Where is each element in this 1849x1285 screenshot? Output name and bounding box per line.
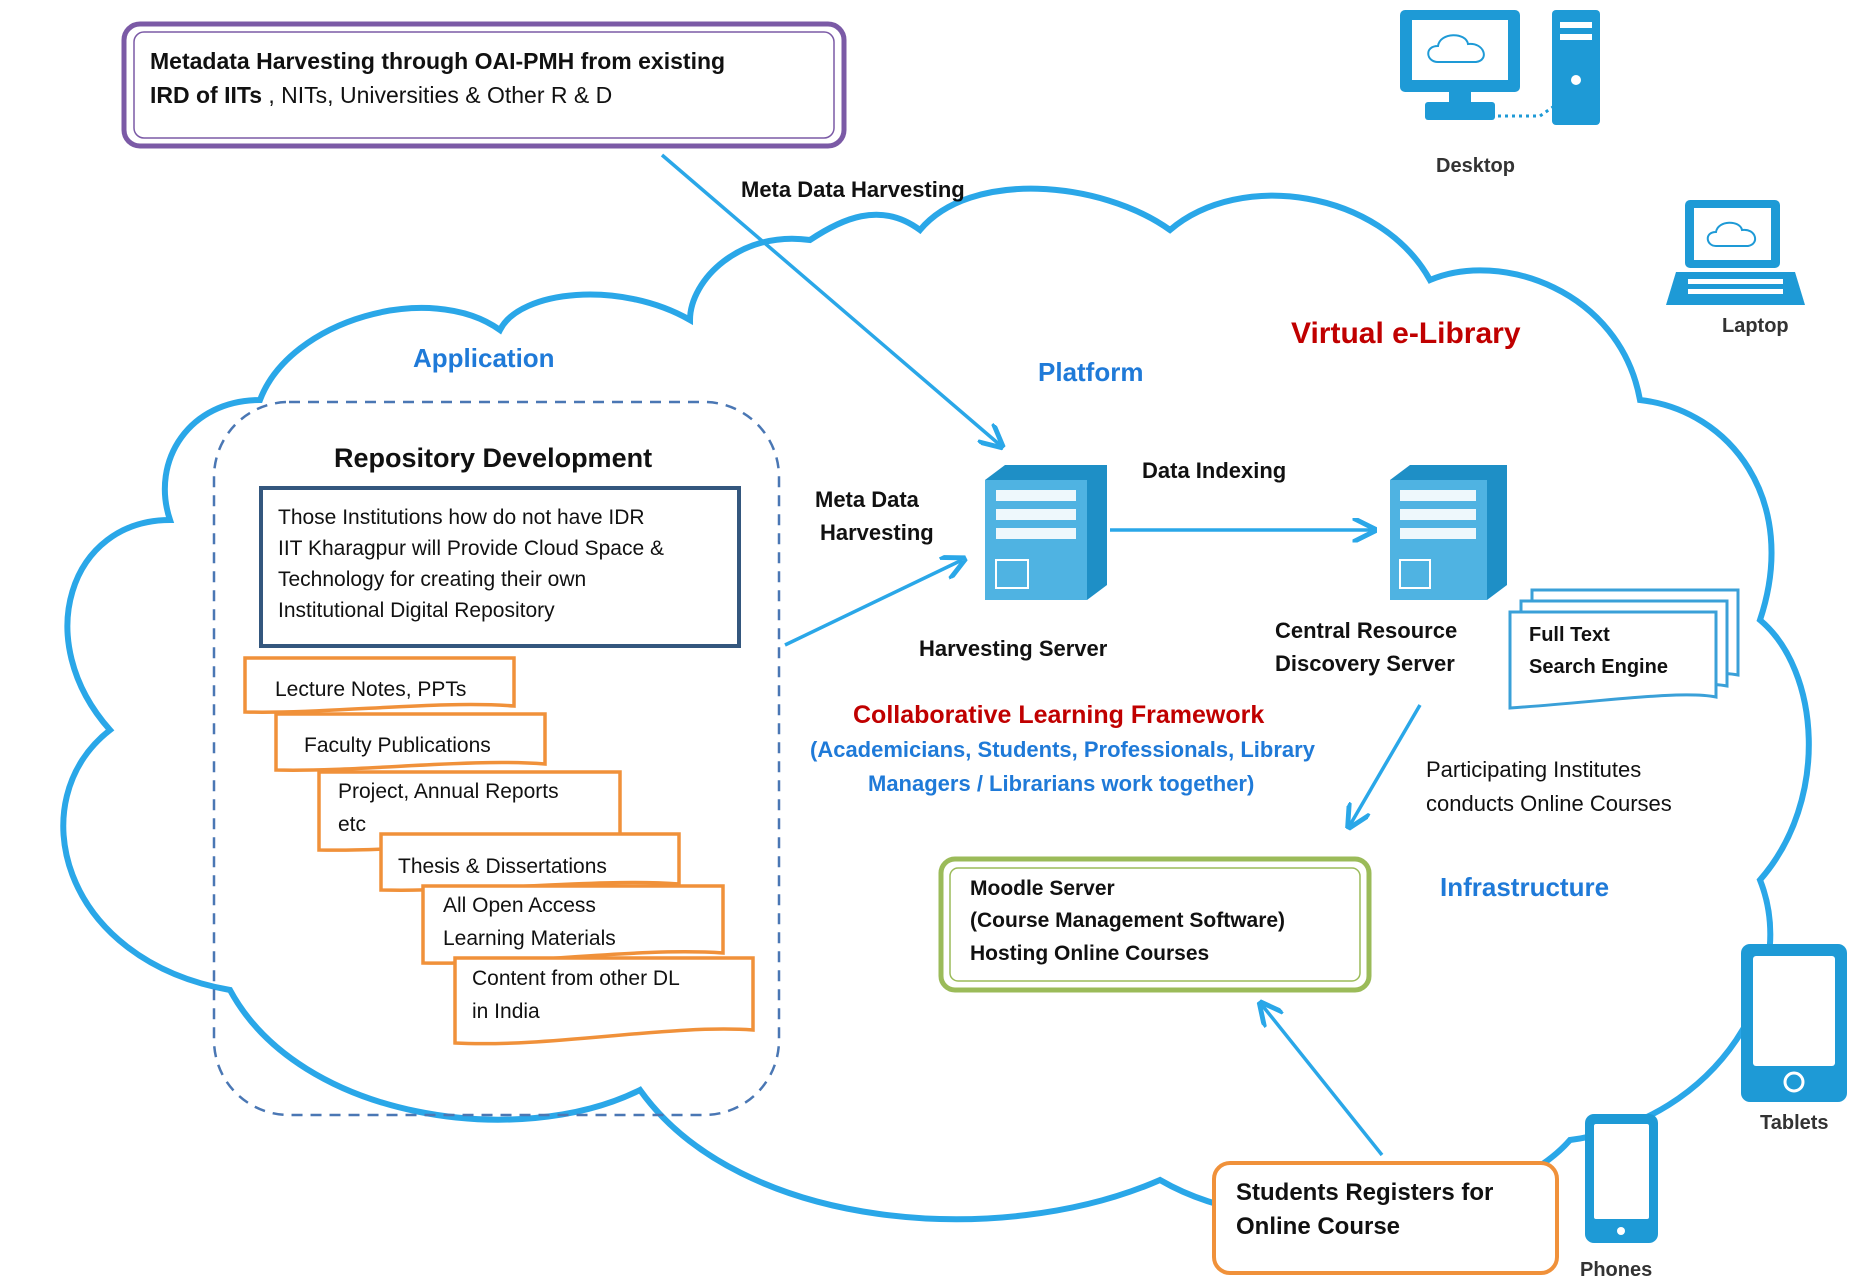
moodle-box	[938, 856, 1372, 993]
students-line1: Students Registers for	[1236, 1179, 1494, 1206]
repo-item-project-line2: etc	[338, 813, 367, 836]
laptop-icon	[1666, 200, 1805, 305]
orange-doc-stack	[243, 656, 755, 1046]
repo-item-thesis: Thesis & Dissertations	[398, 855, 607, 878]
laptop-label: Laptop	[1722, 315, 1789, 337]
participating-line2: conducts Online Courses	[1426, 791, 1672, 816]
central-resource-line2: Discovery Server	[1275, 651, 1455, 676]
repo-desc-line4: Institutional Digital Repository	[278, 599, 555, 622]
repo-item-faculty-publications: Faculty Publications	[304, 734, 491, 757]
infrastructure-label: Infrastructure	[1440, 872, 1610, 902]
desktop-label: Desktop	[1436, 155, 1515, 177]
harvesting-server-icon	[985, 465, 1107, 600]
tablets-label: Tablets	[1760, 1112, 1829, 1134]
application-label: Application	[413, 343, 555, 373]
moodle-line2: (Course Management Software)	[970, 909, 1286, 932]
moodle-line1: Moodle Server	[970, 877, 1115, 900]
meta-data-label-line1: Meta Data	[815, 487, 919, 512]
phone-icon	[1585, 1114, 1658, 1243]
meta-data-harvesting-top-label: Meta Data Harvesting	[741, 177, 965, 202]
central-server-icon	[1390, 465, 1507, 600]
repo-item-open-access-line1: All Open Access	[443, 894, 596, 917]
arrow-students-to-moodle	[1262, 1005, 1384, 1157]
repository-title: Repository Development	[334, 443, 653, 473]
full-text-docs	[1508, 588, 1740, 710]
harvesting-server-label: Harvesting Server	[919, 636, 1108, 661]
students-box	[1212, 1161, 1559, 1275]
arrow-central-to-moodle	[1350, 704, 1422, 825]
full-text-line2: Search Engine	[1529, 656, 1668, 678]
full-text-line1: Full Text	[1529, 624, 1610, 646]
top-box-border	[121, 21, 847, 149]
meta-data-label-line2: Harvesting	[820, 520, 934, 545]
repo-desc-box	[259, 486, 741, 648]
repo-desc-line3: Technology for creating their own	[278, 568, 587, 591]
virtual-elibrary-title: Virtual e-Library	[1291, 317, 1521, 350]
top-box-line2-rest: , NITs, Universities & Other R & D	[262, 82, 613, 108]
repo-desc-line1: Those Institutions how do not have IDR	[278, 506, 645, 529]
phones-label: Phones	[1580, 1259, 1653, 1281]
arrow-repo-to-harvest	[784, 560, 962, 647]
collab-title: Collaborative Learning Framework	[853, 701, 1265, 729]
students-line2: Online Course	[1236, 1213, 1401, 1240]
desktop-icon	[1400, 10, 1600, 125]
participating-line1: Participating Institutes	[1426, 757, 1642, 782]
platform-label: Platform	[1038, 357, 1144, 387]
repo-item-other-dl-line2: in India	[472, 1000, 540, 1023]
repo-item-other-dl-line1: Content from other DL	[472, 967, 680, 990]
central-resource-line1: Central Resource	[1275, 618, 1458, 643]
repo-desc-line2: IIT Kharagpur will Provide Cloud Space &	[278, 537, 664, 560]
top-box-line2-bold: IRD of IITs	[150, 82, 263, 108]
data-indexing-label: Data Indexing	[1142, 458, 1287, 483]
collab-sub-line1: (Academicians, Students, Professionals, …	[810, 737, 1315, 762]
repo-item-lecture-notes: Lecture Notes, PPTs	[275, 678, 467, 701]
top-box-line2: IRD of IITs , NITs, Universities & Other…	[150, 82, 612, 110]
arrow-top-to-harvest	[660, 153, 1000, 445]
moodle-line3: Hosting Online Courses	[970, 942, 1210, 965]
tablet-icon	[1741, 944, 1847, 1102]
cloud-outline	[60, 185, 1812, 1223]
repo-item-project-line1: Project, Annual Reports	[338, 780, 559, 803]
top-box-line1: Metadata Harvesting through OAI-PMH from…	[150, 48, 726, 74]
repo-item-open-access-line2: Learning Materials	[443, 927, 616, 950]
collab-sub-line2: Managers / Librarians work together)	[868, 771, 1255, 796]
